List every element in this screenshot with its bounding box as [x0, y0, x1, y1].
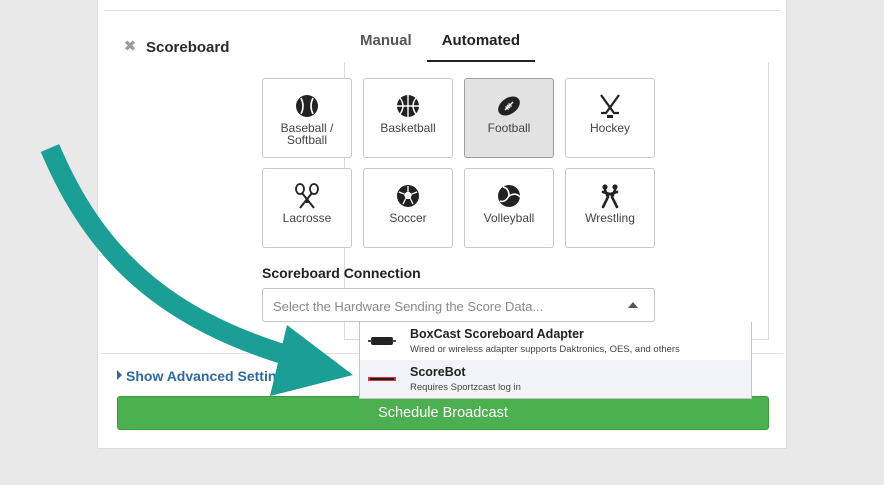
sport-tile-baseball[interactable]: Baseball /Softball — [262, 78, 352, 158]
sport-tile-wrestling[interactable]: Wrestling — [565, 168, 655, 248]
sport-grid: Baseball /Softball Basketball Football H… — [262, 78, 655, 248]
sport-label-line1: Baseball / — [280, 121, 334, 135]
sport-label: Lacrosse — [282, 211, 332, 225]
sport-label: Volleyball — [483, 211, 535, 225]
sport-label: Soccer — [389, 211, 427, 225]
boxcast-adapter-icon — [368, 337, 396, 345]
feature-label-scoreboard: Scoreboard — [146, 39, 230, 56]
sport-label: Basketball — [380, 121, 436, 135]
option-name: BoxCast Scoreboard Adapter — [410, 327, 584, 341]
close-icon[interactable]: ✖ — [123, 38, 137, 55]
sport-tile-soccer[interactable]: Soccer — [363, 168, 453, 248]
scoreboard-mode-tabs: Manual Automated — [345, 22, 536, 62]
tab-automated[interactable]: Automated — [426, 22, 536, 62]
sport-tile-basketball[interactable]: Basketball — [363, 78, 453, 158]
hardware-dropdown: BoxCast Scoreboard Adapter Wired or wire… — [359, 322, 752, 399]
divider — [104, 10, 780, 11]
option-name: ScoreBot — [410, 365, 466, 379]
wrestling-icon — [601, 184, 619, 209]
soccer-icon — [397, 185, 419, 207]
sport-tile-football[interactable]: Football — [464, 78, 554, 158]
scoreboard-connection-title: Scoreboard Connection — [262, 265, 421, 281]
tab-manual[interactable]: Manual — [360, 32, 412, 49]
caret-up-icon — [628, 302, 638, 308]
show-advanced-settings-link[interactable]: Show Advanced Settings — [117, 368, 293, 384]
option-description: Wired or wireless adapter supports Daktr… — [410, 344, 680, 355]
option-description: Requires Sportzcast log in — [410, 382, 521, 393]
sport-label: Wrestling — [585, 211, 635, 225]
advanced-settings-label: Show Advanced Settings — [126, 368, 293, 384]
sport-label-line2: Softball — [286, 133, 327, 147]
schedule-broadcast-button[interactable]: Schedule Broadcast — [117, 396, 769, 430]
basketball-icon — [397, 95, 419, 117]
hardware-select[interactable]: Select the Hardware Sending the Score Da… — [262, 288, 655, 322]
hardware-option-scorebot[interactable]: ScoreBot Requires Sportzcast log in — [360, 360, 751, 398]
sport-label: Baseball /Softball — [281, 122, 334, 146]
football-icon — [498, 96, 520, 116]
sport-tile-hockey[interactable]: Hockey — [565, 78, 655, 158]
caret-right-icon — [117, 370, 122, 380]
sportzcast-logo-icon — [368, 377, 396, 381]
sport-tile-lacrosse[interactable]: Lacrosse — [262, 168, 352, 248]
sport-label: Hockey — [589, 121, 630, 135]
sport-label: Football — [487, 121, 531, 135]
hockey-icon — [600, 94, 620, 118]
volleyball-icon — [498, 185, 521, 207]
hardware-option-boxcast-adapter[interactable]: BoxCast Scoreboard Adapter Wired or wire… — [360, 322, 751, 360]
hardware-select-placeholder: Select the Hardware Sending the Score Da… — [273, 299, 544, 314]
sport-tile-volleyball[interactable]: Volleyball — [464, 168, 554, 248]
lacrosse-icon — [295, 183, 319, 209]
baseball-icon — [296, 95, 318, 117]
